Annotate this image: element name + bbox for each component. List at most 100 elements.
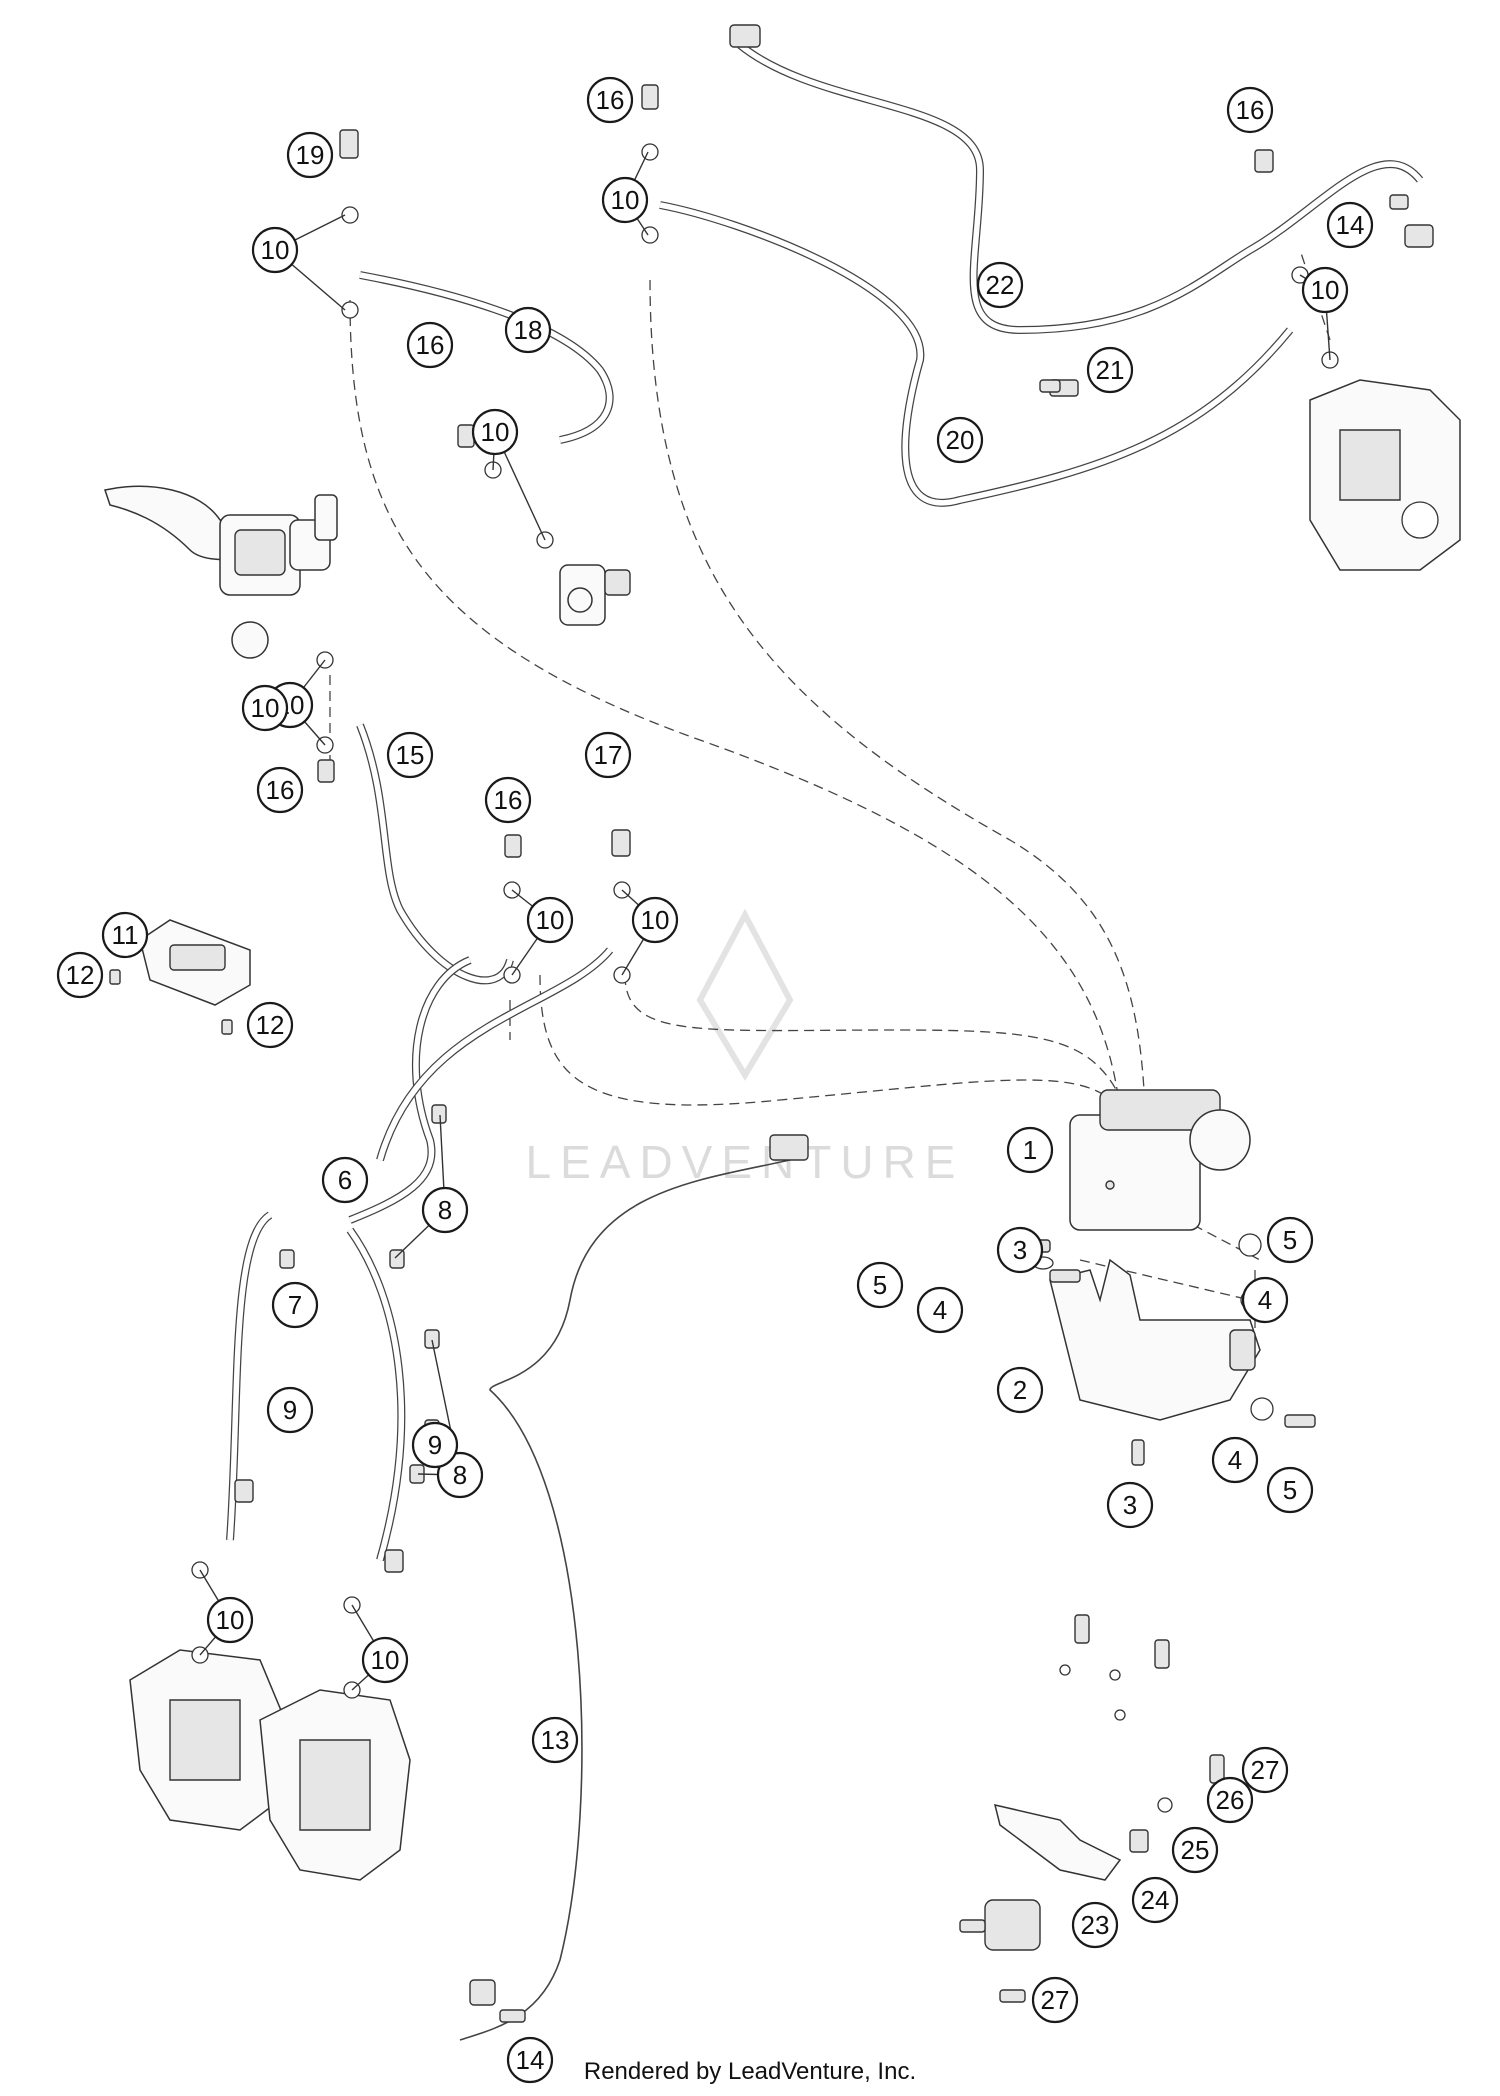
callout-circle [436, 1451, 484, 1499]
callout-8: 8 [436, 1451, 484, 1499]
callout-circle [976, 261, 1024, 309]
callout-circle [631, 896, 679, 944]
callout-circle [996, 1366, 1044, 1414]
callout-circle [361, 1636, 409, 1684]
callout-circle [266, 1386, 314, 1434]
callout-circle [286, 131, 334, 179]
callout-9: 9 [411, 1421, 459, 1469]
callout-circle [586, 76, 634, 124]
callout-number: 5 [1283, 1475, 1297, 1505]
callout-4: 4 [1241, 1276, 1289, 1324]
callout-number: 27 [1251, 1755, 1280, 1785]
callout-number: 23 [1081, 1910, 1110, 1940]
callout-number: 5 [1283, 1225, 1297, 1255]
rear-brake-master-cylinder [559, 564, 631, 626]
callout-24: 24 [1131, 1876, 1179, 1924]
callout-11: 11 [101, 911, 149, 959]
callout-23: 23 [1071, 1901, 1119, 1949]
callout-13: 13 [531, 1716, 579, 1764]
footer-credit: Rendered by LeadVenture, Inc. [583, 2058, 917, 2085]
callout-8: 8 [421, 1186, 469, 1234]
callout-4: 4 [1211, 1436, 1259, 1484]
callout-number: 10 [1311, 275, 1340, 305]
callout-circle [916, 1286, 964, 1334]
callout-4: 4 [916, 1286, 964, 1334]
callout-number: 10 [611, 185, 640, 215]
callout-12: 12 [246, 1001, 294, 1049]
callout-number: 9 [428, 1430, 442, 1460]
callout-number: 21 [1096, 355, 1125, 385]
callout-number: 6 [338, 1165, 352, 1195]
callout-number: 14 [516, 2045, 545, 2075]
callout-circle [246, 1001, 294, 1049]
leader-lines [199, 151, 1331, 1691]
callout-number: 8 [438, 1195, 452, 1225]
callout-circle [484, 776, 532, 824]
rear-brake-caliper [1309, 379, 1461, 571]
brake-hoses [226, 41, 1424, 2041]
callout-circle [1326, 201, 1374, 249]
callout-circle [1106, 1481, 1154, 1529]
callout-26: 26 [1206, 1776, 1254, 1824]
callout-circle [251, 226, 299, 274]
callout-number: 10 [481, 417, 510, 447]
callout-27: 27 [1031, 1976, 1079, 2024]
callout-circle [411, 1421, 459, 1469]
callout-10: 10 [526, 896, 574, 944]
callout-5: 5 [1266, 1216, 1314, 1264]
callout-circle [386, 731, 434, 779]
callout-circle [271, 1281, 319, 1329]
callout-circle [56, 951, 104, 999]
callout-number: 16 [416, 330, 445, 360]
callout-number: 16 [266, 775, 295, 805]
callout-circle [1241, 1276, 1289, 1324]
callout-17: 17 [584, 731, 632, 779]
callout-3: 3 [1106, 1481, 1154, 1529]
callout-number: 26 [1216, 1785, 1245, 1815]
callout-number: 4 [933, 1295, 947, 1325]
callout-circle [531, 1716, 579, 1764]
callout-circle [601, 176, 649, 224]
wheel-speed-sensor-assembly [959, 1614, 1225, 2003]
callout-number: 16 [494, 785, 523, 815]
callout-5: 5 [856, 1261, 904, 1309]
callout-2: 2 [996, 1366, 1044, 1414]
callout-22: 22 [976, 261, 1024, 309]
callout-16: 16 [256, 766, 304, 814]
callout-circle [506, 2036, 554, 2084]
callout-number: 4 [1228, 1445, 1242, 1475]
callout-19: 19 [286, 131, 334, 179]
callout-number: 15 [396, 740, 425, 770]
callout-number: 14 [1336, 210, 1365, 240]
callout-circle [1171, 1826, 1219, 1874]
callout-number: 10 [251, 693, 280, 723]
callout-6: 6 [321, 1156, 369, 1204]
callout-circle [406, 321, 454, 369]
callout-circle [504, 306, 552, 354]
callout-number: 8 [453, 1460, 467, 1490]
callout-14: 14 [506, 2036, 554, 2084]
callout-number: 12 [66, 960, 95, 990]
callout-10: 10 [361, 1636, 409, 1684]
callout-circle [206, 1596, 254, 1644]
callout-number: 9 [283, 1395, 297, 1425]
callout-circle [526, 896, 574, 944]
callout-number: 16 [596, 85, 625, 115]
sensor-connectors [469, 24, 1434, 2006]
callout-circle [936, 416, 984, 464]
callout-circle [1086, 346, 1134, 394]
front-brake-calipers [129, 1649, 411, 1881]
callout-number: 16 [1236, 95, 1265, 125]
watermark-logo-icon [696, 908, 794, 1081]
callout-circle [1206, 1776, 1254, 1824]
callout-10: 10 [241, 684, 289, 732]
callout-3: 3 [996, 1226, 1044, 1274]
callout-10: 10 [471, 408, 519, 456]
callout-10: 10 [206, 1596, 254, 1644]
callout-number: 20 [946, 425, 975, 455]
callout-1: 1 [1006, 1126, 1054, 1174]
front-brake-master-cylinder [104, 485, 338, 659]
callout-number: 1 [1023, 1135, 1037, 1165]
